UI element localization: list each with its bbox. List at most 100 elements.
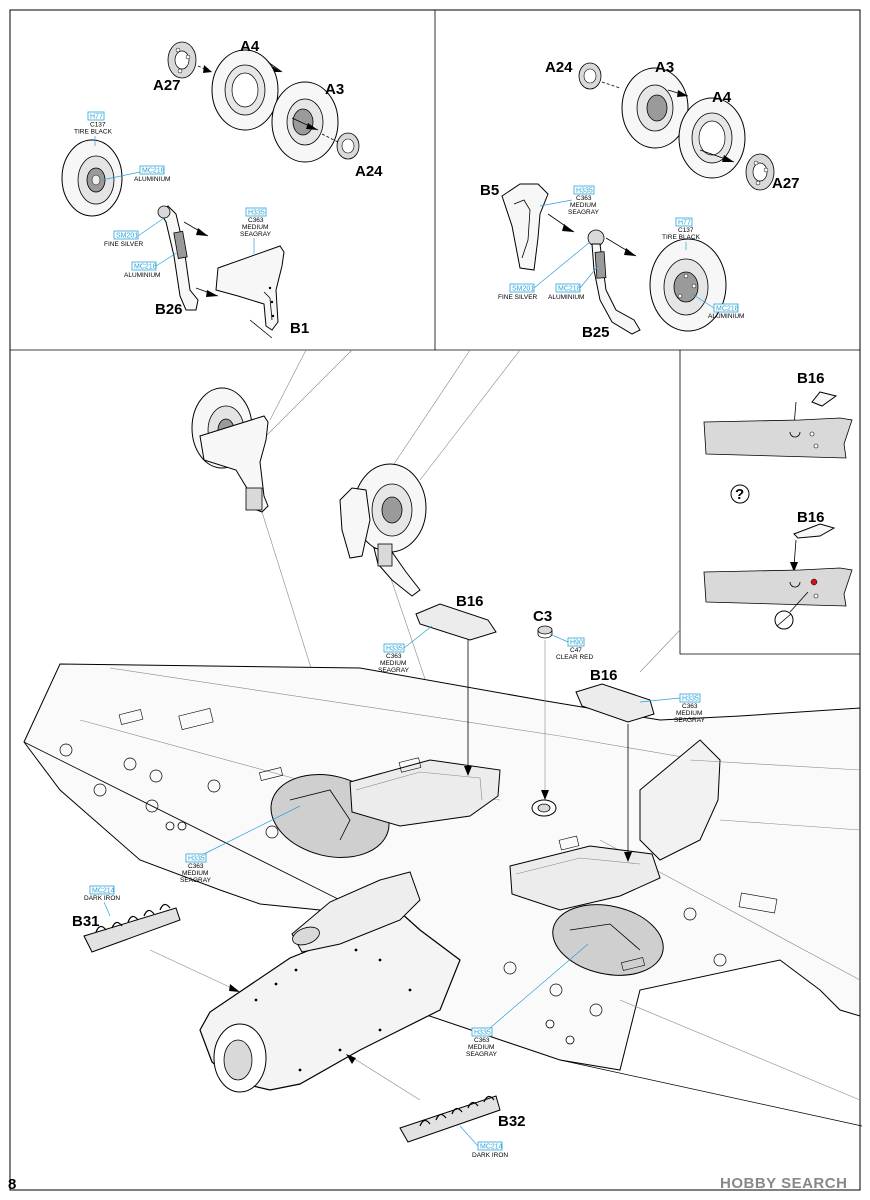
label-b16-right-door: B16 xyxy=(590,667,618,684)
paint-aluminium-strut-right: MC218 ALUMINIUM xyxy=(548,265,599,301)
part-b32 xyxy=(399,1095,501,1143)
svg-text:CLEAR RED: CLEAR RED xyxy=(556,654,594,661)
label-a24-left: A24 xyxy=(355,163,383,180)
svg-text:ALUMINIUM: ALUMINIUM xyxy=(134,176,170,183)
right-gear-panel: A24 A3 A4 A27 B5 B25 H335 C363 MEDIUM SE… xyxy=(480,59,800,341)
svg-text:SEAGRAY: SEAGRAY xyxy=(180,877,212,884)
svg-text:C363: C363 xyxy=(682,703,698,710)
part-c3 xyxy=(537,625,553,639)
svg-text:SEAGRAY: SEAGRAY xyxy=(674,717,706,724)
svg-text:MC218: MC218 xyxy=(134,264,157,271)
svg-text:ALUMINIUM: ALUMINIUM xyxy=(124,272,160,279)
label-b31: B31 xyxy=(72,913,100,930)
svg-text:H335: H335 xyxy=(576,188,593,195)
label-a4-right: A4 xyxy=(712,89,732,106)
part-b31 xyxy=(83,903,181,953)
svg-text:C363: C363 xyxy=(248,217,264,224)
part-a24-right xyxy=(578,62,602,90)
svg-text:SEAGRAY: SEAGRAY xyxy=(568,209,600,216)
label-b5: B5 xyxy=(480,182,499,199)
svg-text:MEDIUM: MEDIUM xyxy=(242,224,268,231)
svg-text:C47: C47 xyxy=(570,647,582,654)
svg-text:H335: H335 xyxy=(188,856,205,863)
svg-text:MEDIUM: MEDIUM xyxy=(468,1044,494,1051)
label-a3-left: A3 xyxy=(325,81,344,98)
label-b1: B1 xyxy=(290,320,309,337)
svg-text:TIRE BLACK: TIRE BLACK xyxy=(662,234,701,241)
svg-text:C363: C363 xyxy=(576,195,592,202)
svg-text:DARK IRON: DARK IRON xyxy=(84,895,120,902)
svg-text:H335: H335 xyxy=(386,646,403,653)
svg-text:MC214: MC214 xyxy=(92,888,115,895)
svg-text:SM201: SM201 xyxy=(116,233,138,240)
part-a24-left xyxy=(336,132,360,160)
svg-text:DARK IRON: DARK IRON xyxy=(472,1152,508,1159)
label-a27-right: A27 xyxy=(772,175,800,192)
wing-panel-details xyxy=(59,707,778,1017)
paint-aluminium-hub-right: MC218 ALUMINIUM xyxy=(691,293,744,320)
svg-text:C363: C363 xyxy=(474,1037,490,1044)
svg-text:ALUMINIUM: ALUMINIUM xyxy=(708,313,744,320)
label-a4-left: A4 xyxy=(240,38,260,55)
part-a27-right xyxy=(745,153,775,191)
nacelle-rivets xyxy=(254,948,412,1072)
svg-text:C363: C363 xyxy=(386,653,402,660)
paint-aluminium-strut-left: MC218 ALUMINIUM xyxy=(124,251,179,279)
paint-gray-door-left: H335 C363 MEDIUM SEAGRAY xyxy=(240,207,272,254)
part-a3-left xyxy=(271,81,339,163)
part-b16-left-door xyxy=(415,603,497,641)
label-b16-left-door: B16 xyxy=(456,593,484,610)
svg-text:H335: H335 xyxy=(474,1030,491,1037)
paint-gray-b16-right: H335 C363 MEDIUM SEAGRAY xyxy=(639,693,706,724)
panel-borders xyxy=(9,9,861,1191)
svg-text:MC218: MC218 xyxy=(558,286,581,293)
svg-text:SEAGRAY: SEAGRAY xyxy=(240,231,272,238)
part-b16-right-door xyxy=(575,683,655,723)
paint-dark-iron-b31: MC214 DARK IRON xyxy=(84,885,120,917)
label-c3: C3 xyxy=(533,608,552,625)
label-b16-alt: B16 xyxy=(797,509,825,526)
svg-text:H90: H90 xyxy=(570,640,583,647)
exhaust-mounts xyxy=(165,821,575,1045)
part-b1 xyxy=(215,245,285,331)
svg-text:ALUMINIUM: ALUMINIUM xyxy=(548,294,584,301)
paint-gray-door-right: H335 C363 MEDIUM SEAGRAY xyxy=(539,185,600,216)
label-a27-left: A27 xyxy=(153,77,181,94)
svg-text:C363: C363 xyxy=(188,863,204,870)
svg-text:MEDIUM: MEDIUM xyxy=(380,660,406,667)
svg-text:FINE SILVER: FINE SILVER xyxy=(498,294,538,301)
wing-assembly xyxy=(23,663,863,1127)
left-wheel-assembled xyxy=(61,139,123,217)
label-a3-right: A3 xyxy=(655,59,674,76)
paint-silver-left: SM201 FINE SILVER xyxy=(104,217,165,248)
svg-text:MEDIUM: MEDIUM xyxy=(182,870,208,877)
paint-aluminium-hub-left: MC218 ALUMINIUM xyxy=(101,165,170,183)
svg-text:MEDIUM: MEDIUM xyxy=(676,710,702,717)
label-b26: B26 xyxy=(155,301,183,318)
paint-gray-b16-left: H335 C363 MEDIUM SEAGRAY xyxy=(378,625,433,674)
watermark-logo: HOBBY SEARCH xyxy=(720,1175,848,1192)
part-b25 xyxy=(587,229,641,335)
part-a27-left xyxy=(167,41,197,79)
left-gear-assembled-mid xyxy=(191,387,269,513)
paint-clear-red-c3: H90 C47 CLEAR RED xyxy=(549,633,594,661)
paint-gray-wheelwell-right: H335 C363 MEDIUM SEAGRAY xyxy=(466,943,589,1058)
left-gear-panel: A27 A4 A3 A24 B26 B1 H77 C137 TIRE BLACK… xyxy=(61,38,383,339)
question-mark: ? xyxy=(735,486,744,503)
part-a4-left xyxy=(211,49,279,131)
svg-text:C137: C137 xyxy=(678,227,694,234)
svg-text:H77: H77 xyxy=(90,114,103,121)
red-marker-dot xyxy=(810,578,818,586)
right-wheel-assembled xyxy=(649,238,727,332)
svg-text:TIRE BLACK: TIRE BLACK xyxy=(74,129,113,136)
svg-text:H335: H335 xyxy=(682,696,699,703)
svg-text:H335: H335 xyxy=(248,210,265,217)
label-b16-top: B16 xyxy=(797,370,825,387)
paint-tire-right: H77 C137 TIRE BLACK xyxy=(662,217,701,250)
svg-text:SEAGRAY: SEAGRAY xyxy=(466,1051,498,1058)
paint-silver-right: SM201 FINE SILVER xyxy=(498,241,591,301)
svg-text:SM201: SM201 xyxy=(512,286,534,293)
svg-text:C137: C137 xyxy=(90,122,106,129)
label-b25: B25 xyxy=(582,324,610,341)
